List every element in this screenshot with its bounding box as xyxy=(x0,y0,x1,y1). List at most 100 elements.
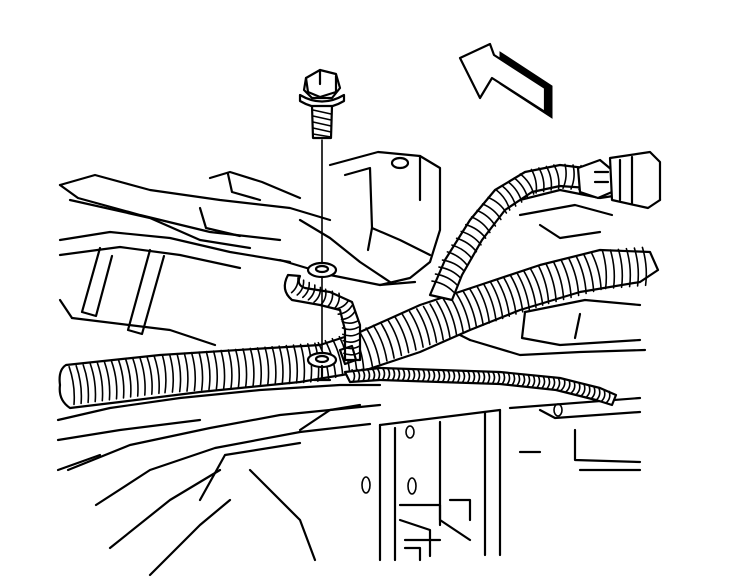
loom-rib xyxy=(595,387,601,402)
loom-rib xyxy=(585,385,591,399)
loom-rib xyxy=(132,357,139,397)
loom-rib xyxy=(366,368,371,382)
loom-rib xyxy=(153,354,160,395)
loom-rib xyxy=(496,371,501,385)
loom-rib xyxy=(75,365,83,405)
loom-rib xyxy=(290,277,299,294)
loom-rib xyxy=(429,303,444,341)
loom-rib xyxy=(434,273,458,286)
loom-rib xyxy=(394,316,410,354)
loom-rib xyxy=(381,367,386,381)
loom-rib xyxy=(212,350,219,390)
loom-rib xyxy=(451,369,456,384)
loom-rib xyxy=(340,310,356,321)
loom-rib xyxy=(292,344,299,384)
loom-rib xyxy=(526,374,531,388)
loom-rib xyxy=(465,223,487,239)
loom-rib xyxy=(416,368,421,382)
loom-rib xyxy=(161,354,167,394)
loom-rib xyxy=(139,356,146,396)
loom-rib xyxy=(516,272,531,311)
loom-rib xyxy=(442,298,458,336)
loom-rib xyxy=(421,368,426,383)
loom-rib xyxy=(519,173,535,195)
loom-rib xyxy=(406,368,411,382)
loom-rib xyxy=(469,288,484,326)
loom-rib xyxy=(456,369,461,384)
loom-rib xyxy=(307,284,316,301)
loom-rib xyxy=(96,362,104,402)
loom-rib xyxy=(68,365,76,406)
washer xyxy=(306,261,338,279)
loom-rib xyxy=(560,259,572,299)
loom-rib xyxy=(271,346,277,386)
loom-rib xyxy=(536,375,541,389)
loom-rib xyxy=(530,168,538,194)
lower-harness-branch xyxy=(283,273,618,407)
loom-rib xyxy=(496,279,511,317)
loom-rib xyxy=(451,244,473,260)
loom-rib xyxy=(401,313,417,351)
loom-rib xyxy=(575,255,587,295)
loom-rib xyxy=(431,280,455,293)
loom-rib xyxy=(103,361,111,401)
bolt xyxy=(298,68,346,351)
loom-rib xyxy=(190,351,197,392)
loom-rib xyxy=(476,286,491,324)
loom-rib xyxy=(313,286,322,303)
loom-rib xyxy=(264,346,270,386)
loom-rib xyxy=(481,370,486,385)
loom-rib xyxy=(176,352,182,393)
loom-rib xyxy=(583,253,595,293)
loom-rib xyxy=(601,249,608,290)
loom-rib xyxy=(416,308,431,346)
loom-rib xyxy=(456,293,471,331)
loom-rib xyxy=(545,263,557,303)
loom-rib xyxy=(334,299,350,310)
loom-rib xyxy=(501,185,517,207)
loom-rib xyxy=(513,177,529,199)
loom-rib xyxy=(461,370,466,384)
loom-rib xyxy=(501,371,506,385)
loom-rib xyxy=(198,351,204,391)
loom-rib xyxy=(516,373,521,387)
loom-rib xyxy=(590,251,602,291)
loom-rib xyxy=(299,343,306,384)
loom-rib xyxy=(491,371,496,385)
loom-rib xyxy=(234,348,241,389)
loom-rib xyxy=(545,165,553,191)
loom-rib xyxy=(641,246,648,287)
loom-rib xyxy=(570,380,576,395)
loom-rib xyxy=(507,181,523,203)
electrical-connector xyxy=(576,150,662,210)
loom-rib xyxy=(455,237,478,253)
loom-rib xyxy=(609,249,616,289)
loom-rib xyxy=(342,338,360,343)
loom-rib xyxy=(220,349,226,390)
vehicle-structure xyxy=(56,150,662,577)
loom-rib xyxy=(249,347,255,388)
loom-rib xyxy=(441,259,465,272)
loom-rib xyxy=(486,370,491,385)
loom-rib xyxy=(470,216,491,234)
loom-rib xyxy=(553,261,565,301)
loom-rib xyxy=(489,281,504,320)
loom-rib xyxy=(89,363,97,403)
loom-rib xyxy=(565,379,571,393)
loom-rib xyxy=(371,367,376,382)
loom-rib xyxy=(560,378,566,392)
direction-arrow xyxy=(458,42,553,119)
loom-rib xyxy=(431,369,436,383)
loom-rib xyxy=(183,352,189,392)
loom-rib xyxy=(146,355,153,395)
loom-rib xyxy=(361,368,366,382)
loom-rib xyxy=(481,203,502,221)
loom-rib xyxy=(546,376,551,390)
loom-rib xyxy=(331,337,344,377)
loom-rib xyxy=(523,270,537,309)
loom-rib xyxy=(506,372,511,386)
loom-rib xyxy=(278,345,284,385)
loom-rib xyxy=(117,359,125,399)
